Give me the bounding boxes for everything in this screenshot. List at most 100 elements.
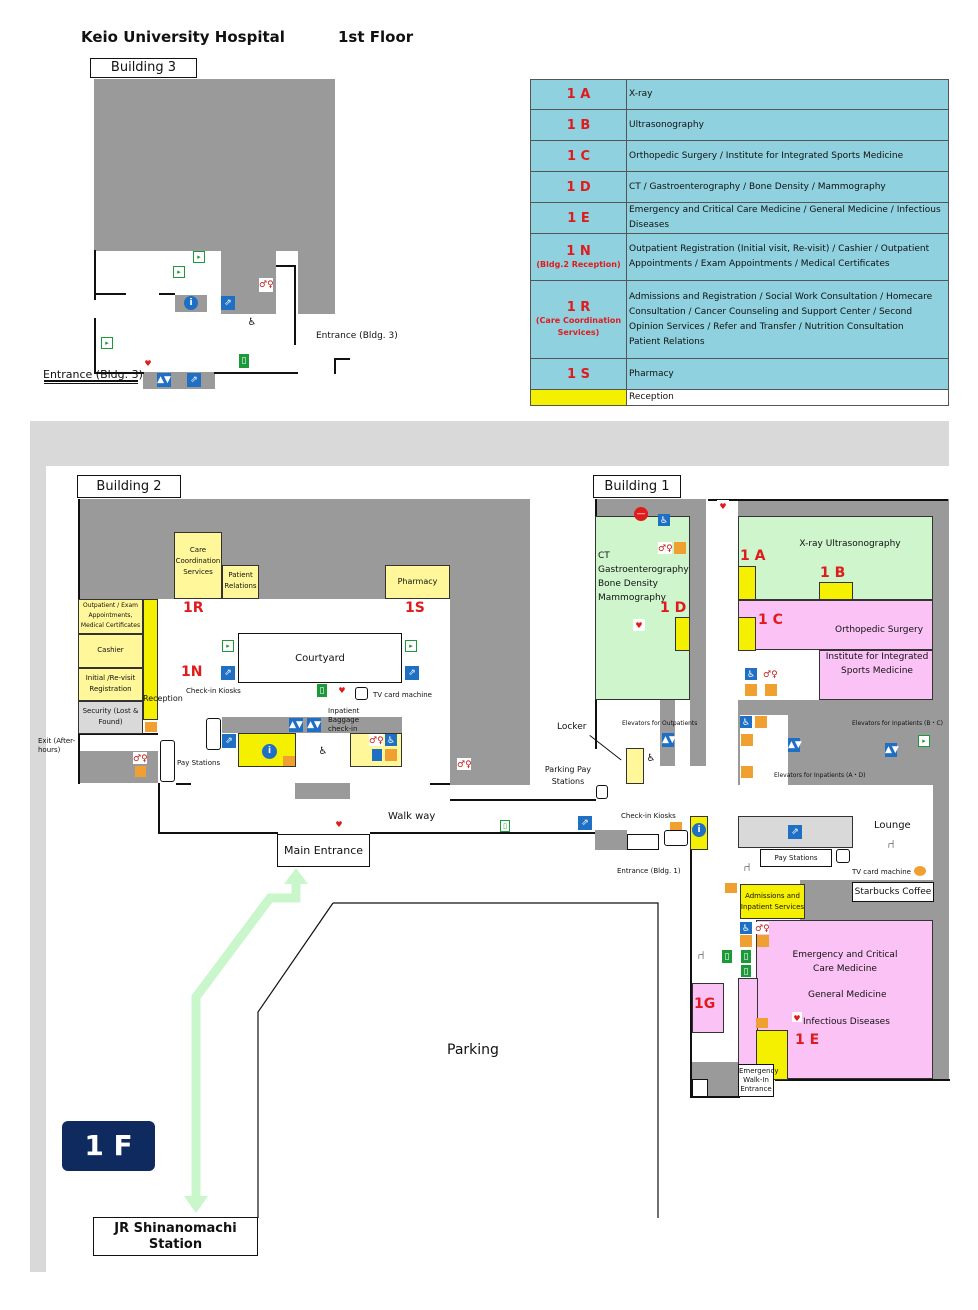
exit-after-hours-label: Exit (After-hours)	[38, 737, 76, 754]
building1-west-column	[690, 499, 706, 766]
outpatient-appointments-label: Outpatient / Exam Appointments, Medical …	[80, 602, 141, 629]
nursing-room-icon	[741, 766, 753, 778]
nursing-room-icon	[135, 766, 146, 777]
elevators-outpatients-label: Elevators for Outpatients	[622, 720, 698, 727]
ticket-icon	[725, 883, 737, 893]
building1-label: Building 1	[593, 475, 681, 498]
chair-icon: ⑁	[694, 948, 708, 964]
nursing-room-icon	[740, 935, 752, 947]
legend-desc: Emergency and Critical Care Medicine / G…	[626, 202, 949, 234]
care-coordination-room	[174, 532, 222, 599]
entrance-line	[44, 383, 138, 384]
code-1d: 1 D	[660, 600, 687, 616]
restroom-icon: ♂♀	[755, 922, 770, 934]
restroom-icon: ♂♀	[763, 668, 778, 680]
tv-card-machine[interactable]	[355, 687, 368, 700]
nursing-room-icon	[674, 542, 686, 554]
elevator-icon: ▲▼	[885, 743, 899, 757]
phone-icon: ▯	[500, 820, 510, 832]
patient-relations-label: Patient Relations	[224, 571, 257, 590]
exit-sign-icon: ▸	[222, 640, 234, 652]
wall	[708, 499, 948, 501]
locker-label: Locker	[557, 722, 587, 732]
legend-code: 1 N	[566, 243, 591, 259]
wall	[94, 318, 96, 373]
legend-desc: Reception	[626, 389, 949, 406]
escalator-icon: ⇗	[221, 296, 235, 310]
restroom-icon: ♂♀	[658, 542, 673, 554]
legend-code-cell: 1 R(Care Coordination Services)	[530, 280, 627, 359]
emergency-walkin-entrance[interactable]: Emergency Walk-In Entrance	[738, 1064, 778, 1097]
coffee-icon	[914, 866, 926, 876]
wheelchair-icon: ♿	[317, 745, 329, 757]
ticket-icon	[670, 822, 682, 832]
ticket-icon	[145, 722, 157, 732]
checkin-kiosks-b1-label: Check-in Kiosks	[621, 812, 676, 820]
checkin-kiosk[interactable]	[206, 718, 221, 750]
wall	[214, 372, 298, 374]
admissions-counter	[740, 884, 805, 919]
checkin-kiosks-label: Check-in Kiosks	[186, 687, 241, 695]
aed-icon: ♥	[717, 500, 729, 512]
hospital-title: Keio University Hospital	[81, 28, 285, 46]
elevator-icon: ▲▼	[289, 718, 303, 732]
sports-medicine-area	[819, 650, 933, 700]
wall	[276, 265, 296, 267]
legend-code-sub: (Care Coordination Services)	[535, 316, 622, 337]
wheelchair-icon: ♿	[645, 752, 657, 764]
wall	[94, 293, 126, 295]
wall	[690, 1096, 740, 1098]
route-arrowhead-north	[284, 868, 308, 884]
pay-stations-b1[interactable]: Pay Stations	[760, 849, 832, 867]
baby-care-icon	[372, 749, 382, 761]
starbucks-coffee: Starbucks Coffee	[852, 882, 934, 902]
orthopedic-label: Orthopedic Surgery	[835, 625, 924, 635]
restroom-icon: ♂♀	[369, 734, 384, 746]
accessible-restroom-icon: ♿	[745, 668, 757, 680]
wall	[159, 293, 175, 295]
information-icon: i	[692, 823, 706, 837]
wall	[334, 358, 336, 374]
xray-ultrasound-label: X-ray Ultrasonography	[799, 539, 901, 549]
elevator-icon: ▲▼	[662, 733, 676, 747]
floor-badge: 1 F	[62, 1121, 155, 1171]
admissions-label: Admissions and Inpatient Services	[740, 892, 805, 911]
accessible-restroom-icon: ♿	[740, 716, 752, 728]
code-1n: 1N	[181, 664, 203, 680]
escalator-icon: ⇗	[221, 666, 235, 680]
nursing-room-icon	[741, 734, 753, 746]
reception-1c	[738, 617, 756, 651]
cashier-counter	[78, 634, 143, 668]
escalator-icon: ⇗	[788, 825, 802, 839]
parking-pay-machine[interactable]	[596, 785, 608, 799]
legend-code-sub: (Bldg.2 Reception)	[536, 259, 621, 269]
nursing-room-icon	[755, 716, 767, 728]
wall	[334, 358, 350, 360]
accessible-restroom-icon: ♿	[740, 922, 752, 934]
nursing-room-icon	[385, 749, 397, 761]
wheelchair-icon: ♿	[246, 316, 258, 328]
parking-boundary-east	[333, 902, 659, 1218]
nursing-room-icon	[757, 935, 769, 947]
wall	[158, 783, 160, 833]
checkin-kiosk-b1[interactable]	[664, 830, 688, 846]
main-entrance[interactable]: Main Entrance	[277, 834, 370, 867]
legend-row: Reception	[530, 389, 949, 406]
phone-icon: ▯	[741, 950, 751, 963]
pay-station-machine[interactable]	[160, 740, 175, 782]
initial-registration-label: Initial /Re-visit Registration	[85, 674, 136, 693]
elevator-icon: ▲▼	[788, 738, 802, 752]
reception-1a	[738, 566, 756, 600]
tv-card-machine-b1[interactable]	[836, 849, 850, 863]
phone-icon: ▯	[722, 950, 732, 963]
legend-reception-swatch	[530, 389, 627, 406]
general-medicine-label: General Medicine	[808, 990, 887, 1000]
wall	[294, 265, 296, 345]
building2-bench	[295, 783, 350, 799]
phone-icon: ▯	[317, 684, 327, 697]
entrance-bldg1-door[interactable]	[627, 834, 659, 850]
